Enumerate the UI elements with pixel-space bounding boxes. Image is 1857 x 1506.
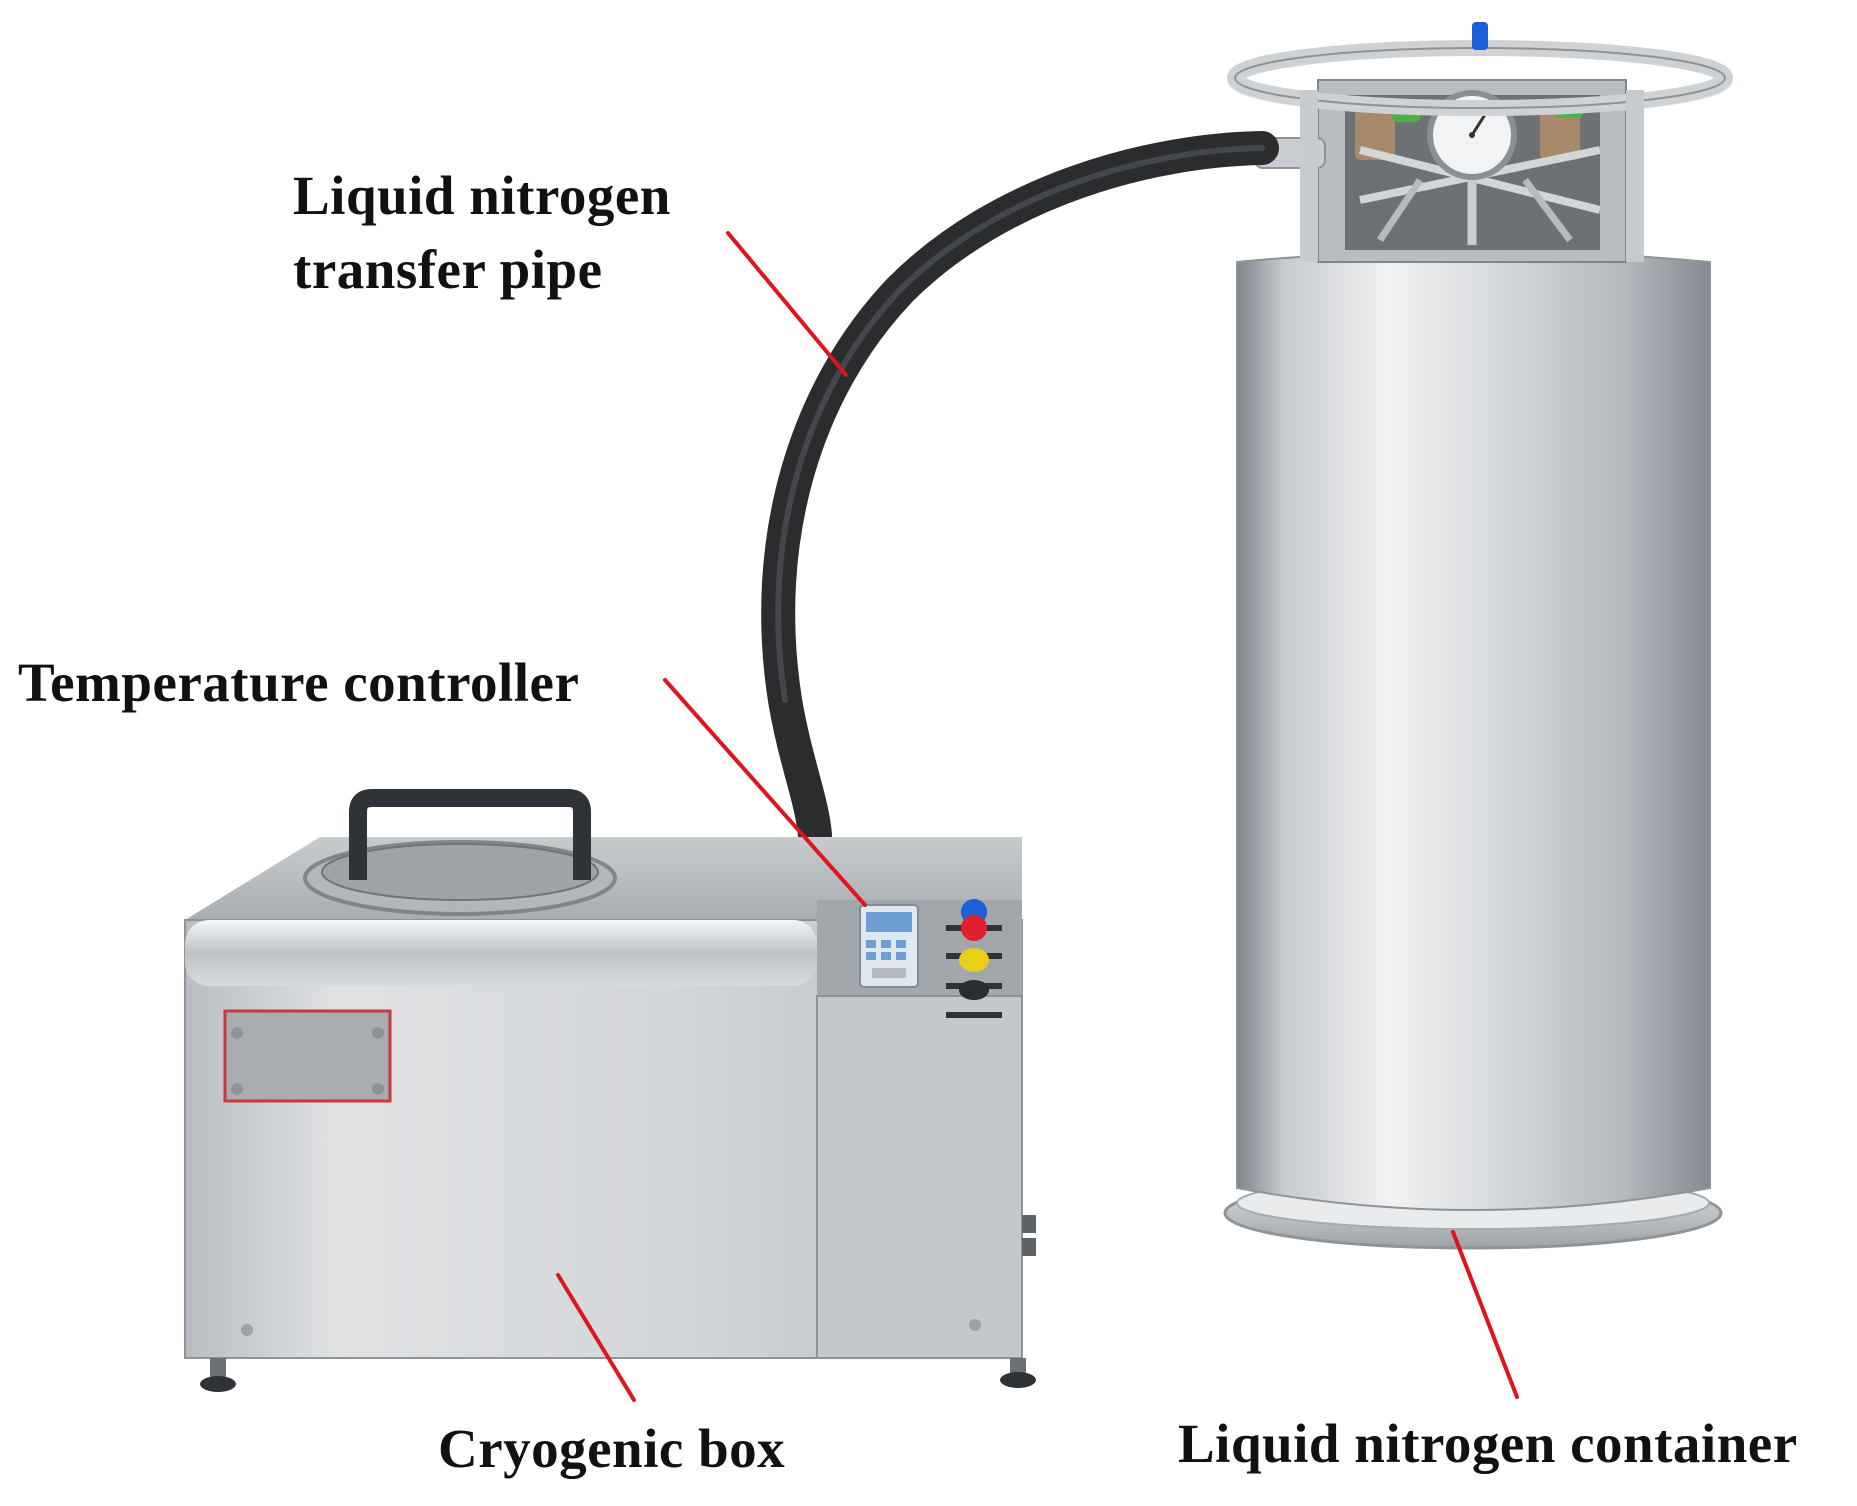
label-pipe-line2: transfer pipe	[293, 239, 603, 300]
leader-line-pipe	[726, 231, 848, 377]
liquid-nitrogen-transfer-hose	[761, 131, 1279, 852]
leader-line-box	[556, 1273, 636, 1402]
label-liquid-nitrogen-transfer-pipe: Liquid nitrogen transfer pipe	[293, 159, 671, 307]
label-cryogenic-box: Cryogenic box	[438, 1418, 786, 1479]
control-knobs	[946, 899, 1002, 1018]
cryogenic-box	[184, 789, 1036, 1392]
leader-line-controller	[663, 678, 867, 907]
label-temperature-controller: Temperature controller	[18, 652, 580, 713]
label-liquid-nitrogen-container: Liquid nitrogen container	[1178, 1413, 1798, 1474]
label-pipe-line1: Liquid nitrogen	[293, 165, 671, 226]
temperature-controller	[859, 904, 919, 988]
leader-lines	[556, 231, 1519, 1402]
liquid-nitrogen-container	[1223, 22, 1733, 1250]
leader-line-container	[1451, 1230, 1519, 1399]
